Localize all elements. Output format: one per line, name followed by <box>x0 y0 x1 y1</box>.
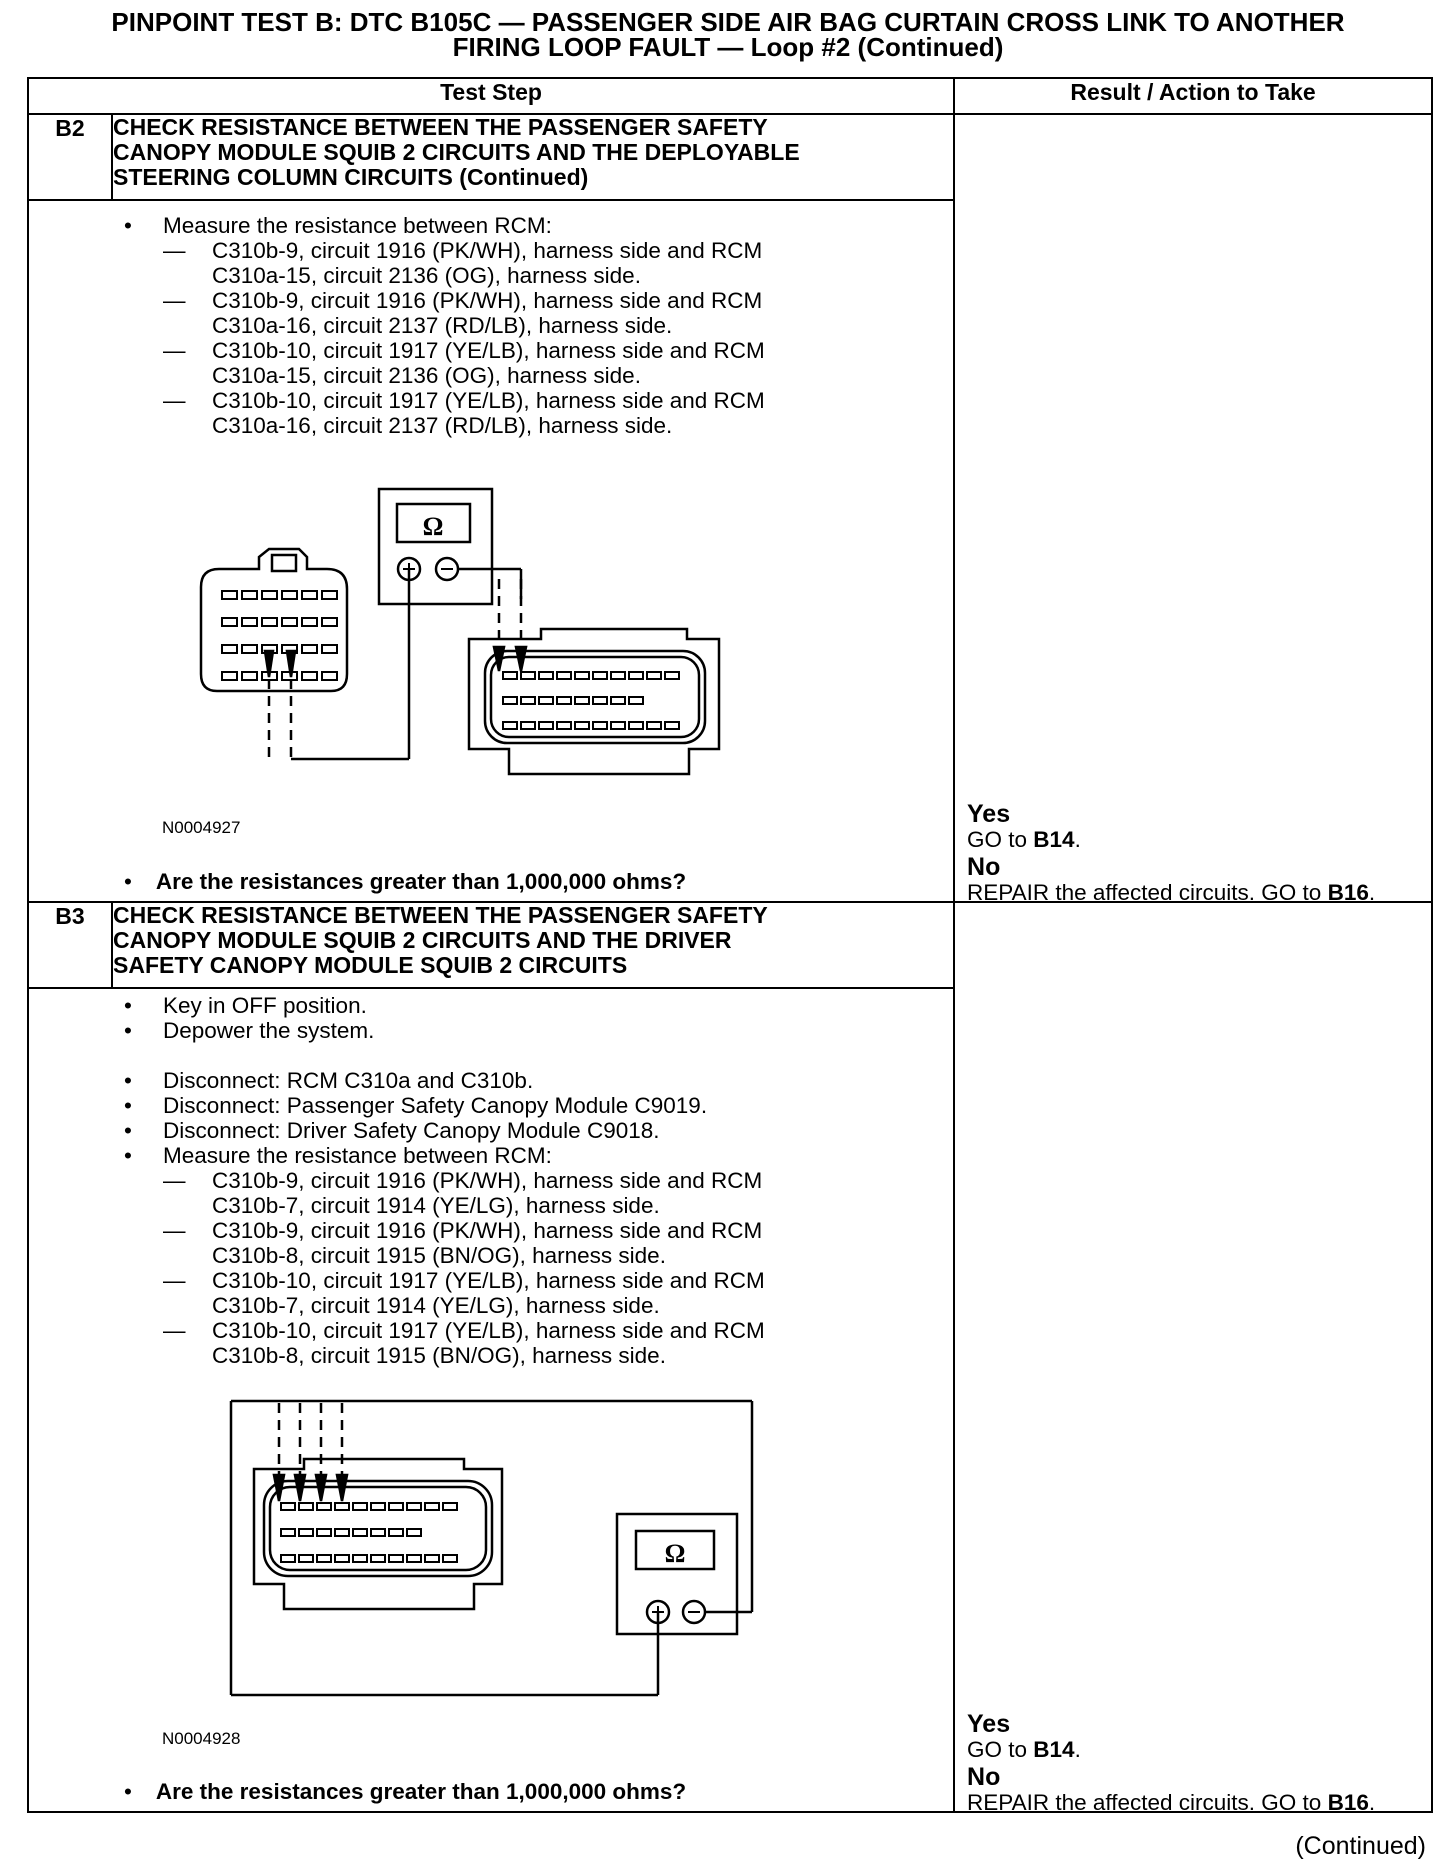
rcm-connector-icon <box>252 1457 504 1611</box>
step-b3-body-row: •Key in OFF position. •Depower the syste… <box>26 987 1432 1813</box>
step-b2-title: CHECK RESISTANCE BETWEEN THE PASSENGER S… <box>110 113 956 201</box>
result-yes-action: GO to B14. <box>967 827 1081 852</box>
step-b2-title-row: B2 CHECK RESISTANCE BETWEEN THE PASSENGE… <box>27 113 1434 905</box>
list-item: —C310b-10, circuit 1917 (YE/LB), harness… <box>163 338 765 388</box>
list-item: —C310b-9, circuit 1916 (PK/WH), harness … <box>163 238 763 288</box>
title-line-2: FIRING LOOP FAULT — Loop #2 (Continued) <box>452 32 1004 62</box>
connector-left-icon <box>199 547 349 693</box>
list-item: —C310b-10, circuit 1917 (YE/LB), harness… <box>163 388 765 438</box>
wiring-diagram-n0004927: Ω <box>199 487 721 776</box>
list-item: —C310b-9, circuit 1916 (PK/WH), harness … <box>163 1168 763 1218</box>
step-b3-title-row: B3 CHECK RESISTANCE BETWEEN THE PASSENGE… <box>27 901 1434 1815</box>
list-item: •Disconnect: Driver Safety Canopy Module… <box>124 1118 660 1143</box>
goto-b14-link[interactable]: B14 <box>1033 827 1075 852</box>
step-b2-result-text: Yes GO to B14. No REPAIR the affected ci… <box>967 801 1375 905</box>
continued-label: (Continued) <box>1295 1832 1426 1860</box>
list-item: •Measure the resistance between RCM: <box>124 1143 552 1168</box>
step-b3-result: Yes GO to B14. No REPAIR the affected ci… <box>953 901 1434 1815</box>
result-yes-action: GO to B14. <box>967 1737 1081 1762</box>
step-b3-result-text: Yes GO to B14. No REPAIR the affected ci… <box>967 1711 1375 1815</box>
ohmmeter-icon <box>377 487 523 606</box>
table-header-row: Test Step Result / Action to Take <box>26 77 1434 115</box>
rcm-connector-icon <box>467 627 721 776</box>
step-b3-title-line: CANOPY MODULE SQUIB 2 CIRCUITS AND THE D… <box>113 927 732 953</box>
goto-b16-link[interactable]: B16 <box>1327 1790 1369 1815</box>
list-item: —C310b-10, circuit 1917 (YE/LB), harness… <box>163 1268 765 1318</box>
header-test-step: Test Step <box>26 77 956 115</box>
step-b3-id: B3 <box>27 901 113 989</box>
ohm-symbol: Ω <box>423 512 444 541</box>
probe-left-icon <box>263 569 411 761</box>
list-item: •Key in OFF position. <box>124 993 367 1018</box>
step-b2-result: Yes GO to B14. No REPAIR the affected ci… <box>953 113 1434 905</box>
list-item: •Measure the resistance between RCM: <box>124 213 552 238</box>
wiring-loop-icon <box>229 1399 754 1697</box>
step-b3-title: CHECK RESISTANCE BETWEEN THE PASSENGER S… <box>110 901 956 989</box>
step-b3-instructions: •Key in OFF position. •Depower the syste… <box>29 989 953 1368</box>
result-no-label: No <box>967 1763 1001 1791</box>
ohmmeter-icon <box>615 1512 739 1636</box>
step-b2-body: •Measure the resistance between RCM: —C3… <box>26 199 956 903</box>
goto-b16-link[interactable]: B16 <box>1327 880 1369 905</box>
result-yes-label: Yes <box>967 1710 1011 1738</box>
figure-id: N0004928 <box>162 1729 241 1748</box>
step-b2-id: B2 <box>27 113 113 201</box>
result-no-action: REPAIR the affected circuits. GO to B16. <box>967 1790 1376 1815</box>
list-item: •Depower the system. <box>124 1018 375 1043</box>
step-b2-instructions: •Measure the resistance between RCM: —C3… <box>29 201 953 438</box>
goto-b14-link[interactable]: B14 <box>1033 1737 1075 1762</box>
result-no-label: No <box>967 853 1001 881</box>
wiring-diagram-n0004928: Ω <box>229 1399 754 1697</box>
step-b2-question: •Are the resistances greater than 1,000,… <box>124 869 687 894</box>
title-line-1: PINPOINT TEST B: DTC B105C — PASSENGER S… <box>111 7 1345 37</box>
list-item: —C310b-9, circuit 1916 (PK/WH), harness … <box>163 288 763 338</box>
step-b3-title-line: SAFETY CANOPY MODULE SQUIB 2 CIRCUITS <box>113 952 628 978</box>
header-result: Result / Action to Take <box>953 77 1434 115</box>
step-b2-body-row: •Measure the resistance between RCM: —C3… <box>26 199 1432 903</box>
step-b2-title-line: STEERING COLUMN CIRCUITS (Continued) <box>113 164 589 190</box>
list-item: —C310b-9, circuit 1916 (PK/WH), harness … <box>163 1218 763 1268</box>
step-b3-title-line: CHECK RESISTANCE BETWEEN THE PASSENGER S… <box>113 902 768 928</box>
list-item: •Disconnect: RCM C310a and C310b. <box>124 1068 534 1093</box>
document-title: PINPOINT TEST B: DTC B105C — PASSENGER S… <box>0 7 1456 62</box>
list-item: —C310b-10, circuit 1917 (YE/LB), harness… <box>163 1318 765 1368</box>
step-b2-title-line: CHECK RESISTANCE BETWEEN THE PASSENGER S… <box>113 114 768 140</box>
step-b3-body: •Key in OFF position. •Depower the syste… <box>26 987 956 1813</box>
figure-id: N0004927 <box>162 818 241 837</box>
list-item: •Disconnect: Passenger Safety Canopy Mod… <box>124 1093 708 1118</box>
step-b3-question: •Are the resistances greater than 1,000,… <box>124 1779 687 1804</box>
result-yes-label: Yes <box>967 800 1011 828</box>
ohm-symbol: Ω <box>665 1539 686 1568</box>
step-b2-title-line: CANOPY MODULE SQUIB 2 CIRCUITS AND THE D… <box>113 139 800 165</box>
result-no-action: REPAIR the affected circuits. GO to B16. <box>967 880 1376 905</box>
pinpoint-test-table: Test Step Result / Action to Take B2 CHE… <box>26 77 1434 1815</box>
